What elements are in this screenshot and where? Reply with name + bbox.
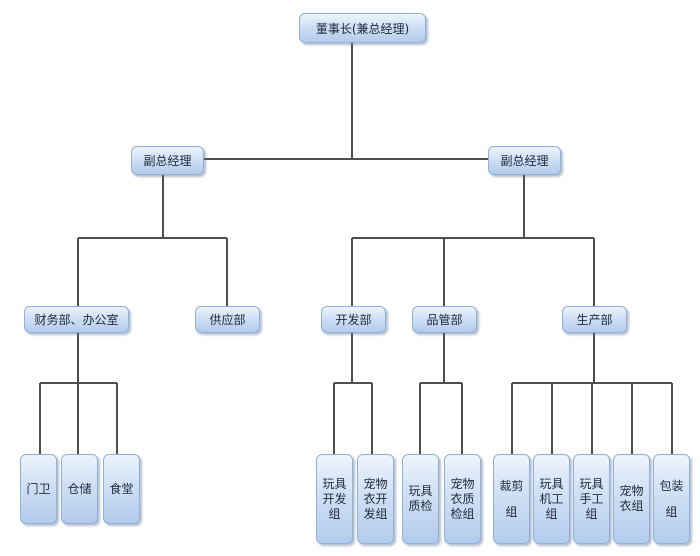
node-unit-toy-dev: 玩具开发组 — [316, 454, 353, 544]
connector-finance-to-units — [39, 333, 118, 454]
node-dept-prod-label: 生产部 — [576, 313, 613, 327]
node-dept-finance-label: 财务部、办公室 — [34, 313, 119, 327]
node-unit-storage: 仓储 — [61, 454, 98, 524]
node-dept-dev: 开发部 — [321, 306, 386, 333]
node-unit-packing-label: 包装组 — [659, 479, 684, 519]
node-unit-pet-dev-label: 宠物衣开发组 — [363, 476, 388, 521]
node-unit-storage-label: 仓储 — [67, 482, 92, 496]
connector-vp-left-to-depts — [77, 175, 228, 306]
node-unit-pet-clothes: 宠物衣组 — [613, 454, 650, 544]
node-unit-pet-qc: 宠物衣质检组 — [444, 454, 481, 544]
node-dept-prod: 生产部 — [562, 306, 627, 333]
node-unit-guard: 门卫 — [20, 454, 57, 524]
node-unit-toy-machine: 玩具机工组 — [533, 454, 570, 544]
node-unit-toy-hand-label: 玩具手工组 — [579, 476, 604, 521]
node-unit-pet-clothes-label: 宠物衣组 — [619, 484, 644, 513]
node-unit-toy-qc-label: 玩具质检 — [408, 484, 433, 513]
node-dept-qc: 品管部 — [412, 306, 477, 333]
node-unit-guard-label: 门卫 — [26, 482, 51, 496]
node-dept-supply-label: 供应部 — [209, 313, 246, 327]
connector-chairman-to-vps — [203, 43, 488, 160]
node-dept-finance: 财务部、办公室 — [24, 306, 129, 333]
node-unit-canteen: 食堂 — [103, 454, 140, 524]
node-dept-supply: 供应部 — [195, 306, 260, 333]
node-vp-right-label: 副总经理 — [500, 154, 549, 168]
connector-prod-to-units — [511, 333, 673, 454]
node-dept-qc-label: 品管部 — [426, 313, 463, 327]
connector-dev-to-units — [333, 333, 373, 454]
node-chairman: 董事长(兼总经理) — [299, 13, 426, 43]
node-unit-cutting-label: 裁剪组 — [499, 479, 524, 519]
node-unit-toy-qc: 玩具质检 — [402, 454, 439, 544]
node-unit-packing: 包装组 — [653, 454, 690, 544]
node-unit-cutting: 裁剪组 — [493, 454, 530, 544]
node-unit-pet-qc-label: 宠物衣质检组 — [450, 476, 475, 521]
node-vp-left: 副总经理 — [131, 146, 204, 175]
node-unit-canteen-label: 食堂 — [109, 482, 134, 496]
node-unit-toy-machine-label: 玩具机工组 — [539, 476, 564, 521]
node-unit-toy-dev-label: 玩具开发组 — [322, 476, 347, 521]
connector-qc-to-units — [419, 333, 463, 454]
connector-vp-right-to-depts — [351, 175, 595, 306]
node-unit-pet-dev: 宠物衣开发组 — [357, 454, 394, 544]
node-unit-toy-hand: 玩具手工组 — [573, 454, 610, 544]
node-dept-dev-label: 开发部 — [335, 313, 372, 327]
node-chairman-label: 董事长(兼总经理) — [315, 21, 410, 36]
node-vp-left-label: 副总经理 — [143, 154, 192, 168]
node-vp-right: 副总经理 — [488, 146, 561, 175]
